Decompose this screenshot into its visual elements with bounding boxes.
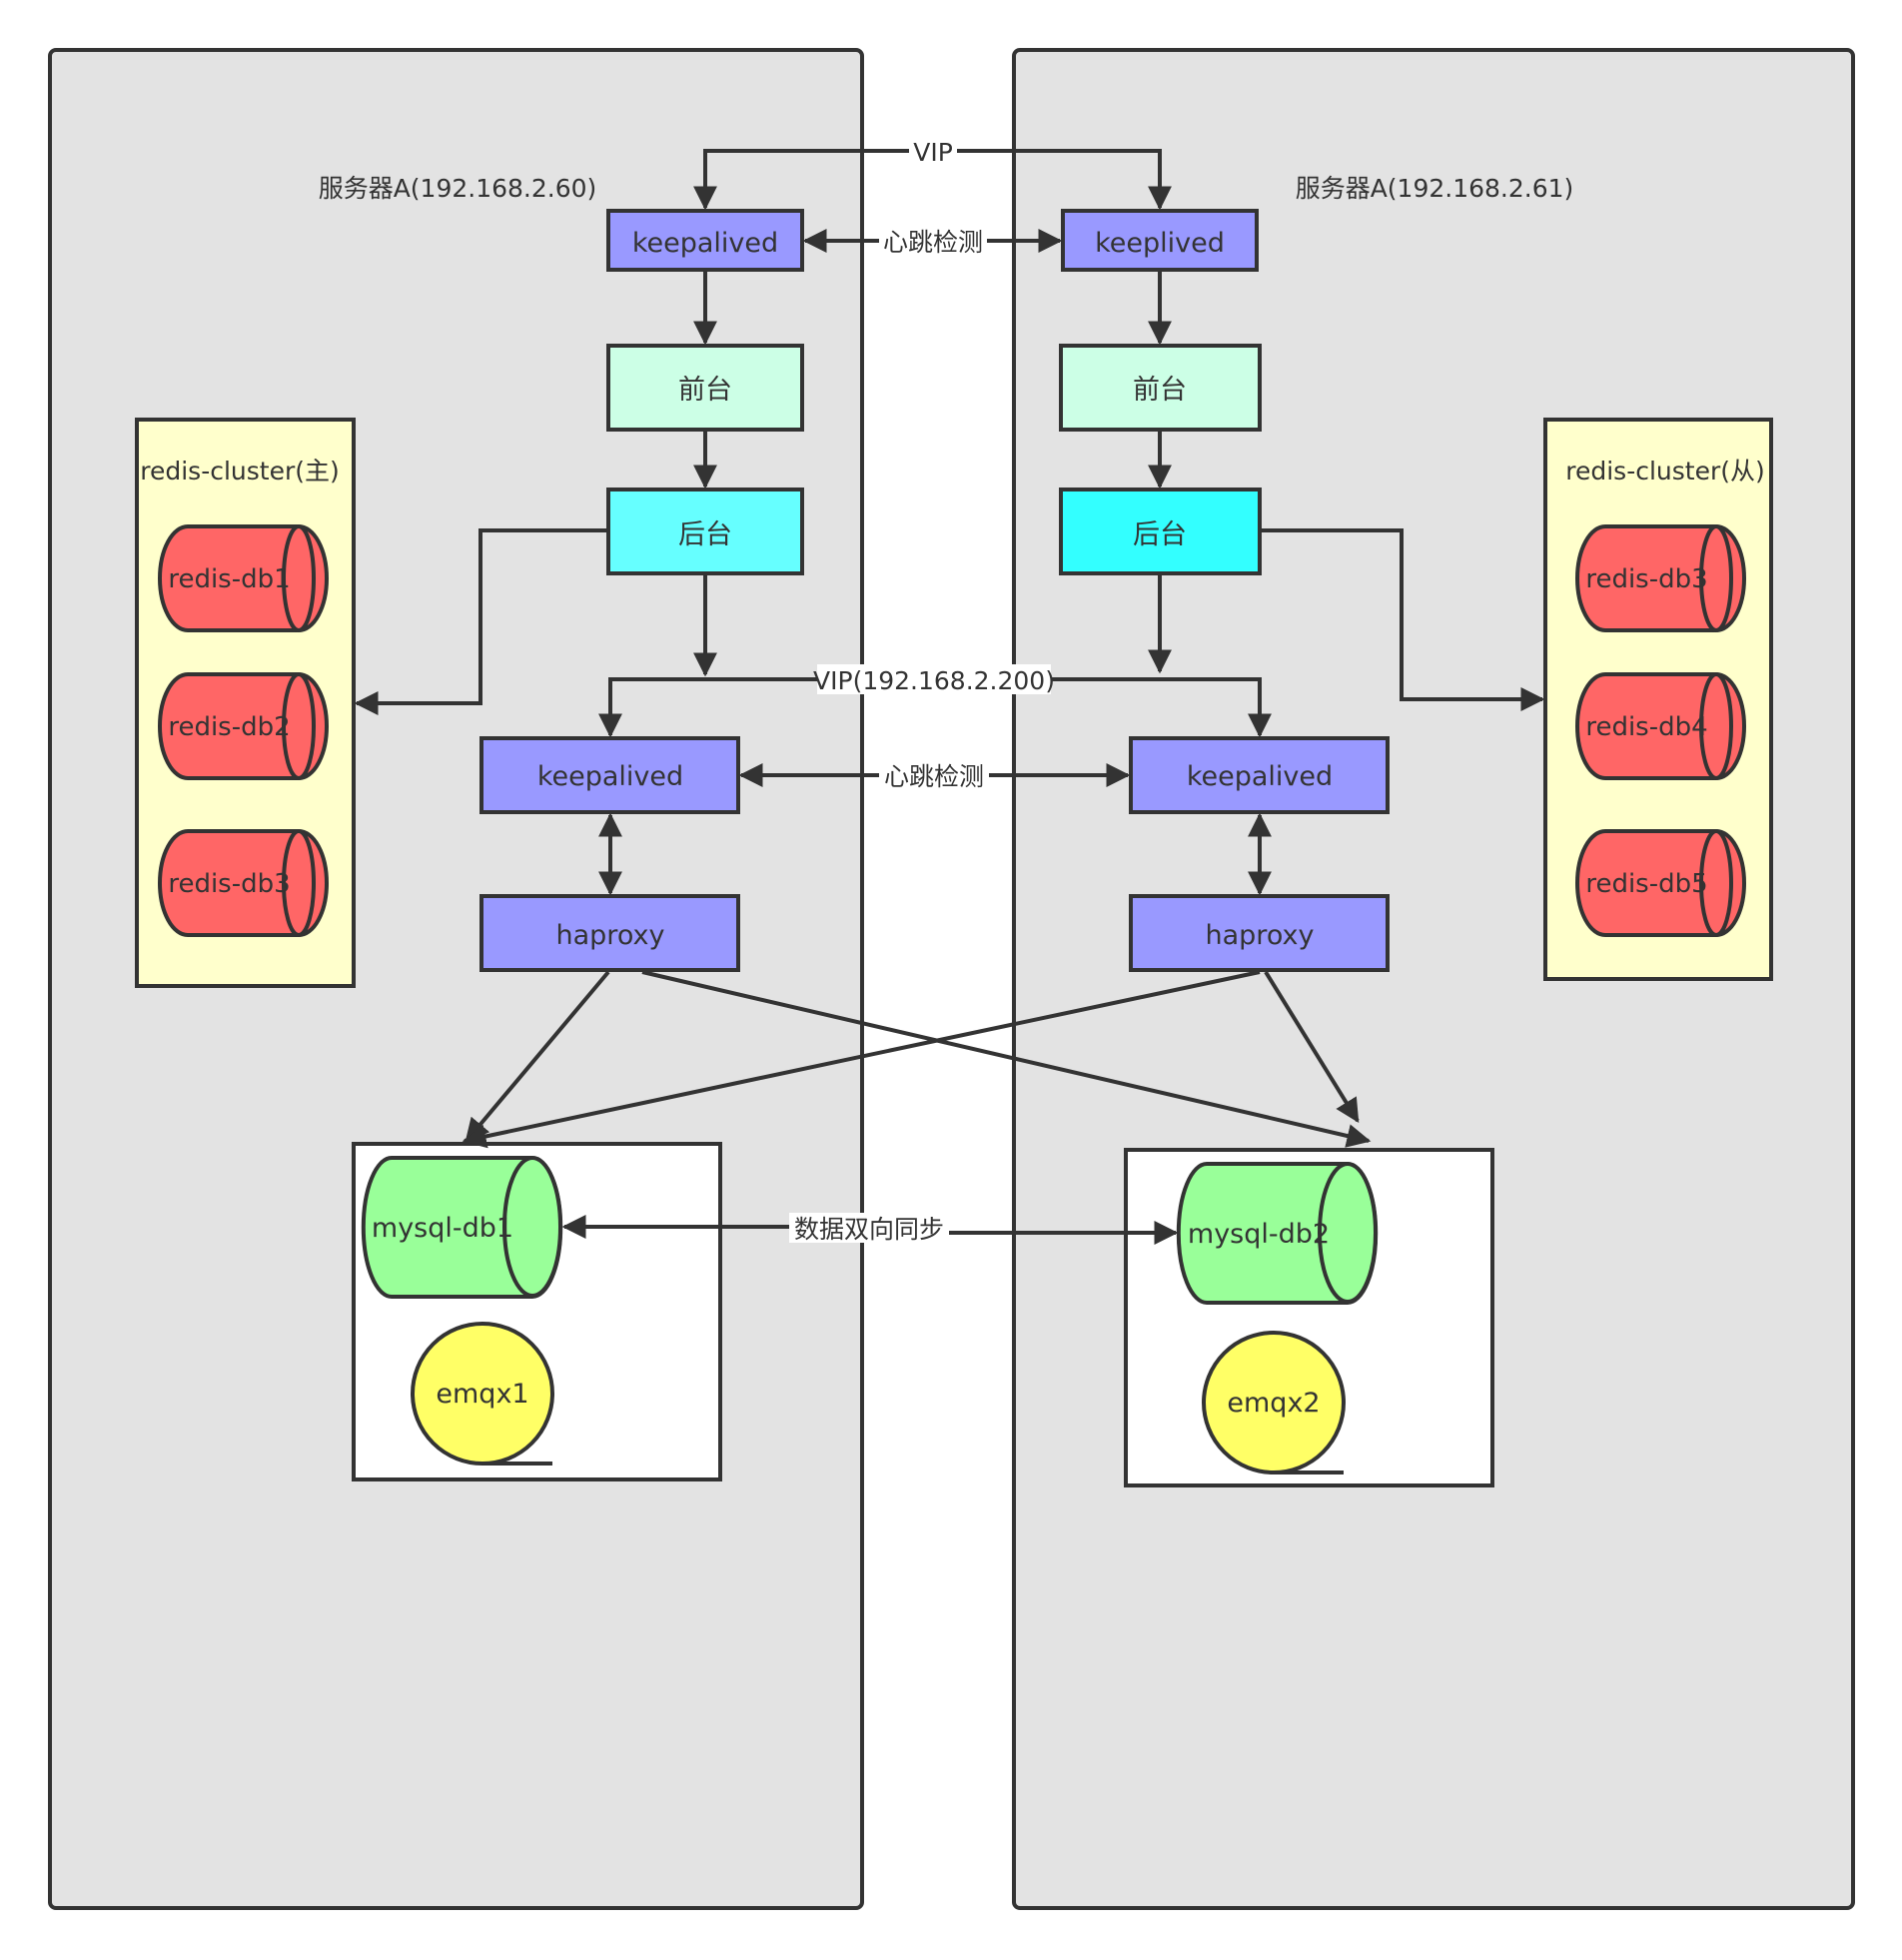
- redis-db-icon[interactable]: [158, 672, 329, 780]
- backend-right[interactable]: [1059, 488, 1262, 575]
- heartbeat-mid-label-bg: [879, 760, 989, 790]
- keepalived-top-left[interactable]: [606, 209, 804, 272]
- vip-top-label-bg: [909, 137, 957, 167]
- emqx2-icon[interactable]: [1202, 1331, 1346, 1474]
- redis-db-label: redis-db5: [1585, 869, 1707, 899]
- redis-db-group-left: redis-db1 redis-db2 redis-db3: [158, 524, 329, 937]
- haproxy-right-label: haproxy: [1206, 920, 1315, 951]
- keepalived-top-right[interactable]: [1061, 209, 1259, 272]
- sync-label-bg: [789, 1213, 949, 1243]
- keepalived-top-right-label: keeplived: [1095, 228, 1225, 259]
- right-haproxy-to-mysql2: [1264, 970, 1360, 1124]
- left-haproxy-to-mysql1: [465, 970, 610, 1143]
- redis-cluster-right-title: redis-cluster(从): [1565, 457, 1765, 486]
- redis-cluster-left-title: redis-cluster(主): [140, 457, 340, 486]
- heartbeat-top-label-bg: [879, 226, 987, 256]
- redis-db-icon[interactable]: [1575, 829, 1746, 937]
- right-haproxy-to-mysql1: [462, 970, 1261, 1149]
- frontend-right[interactable]: [1059, 344, 1262, 432]
- mysql-db2-label: mysql-db2: [1188, 1219, 1330, 1250]
- mysql-db2-icon[interactable]: [1176, 1162, 1379, 1305]
- redis-db-icon[interactable]: [1575, 672, 1746, 780]
- left-backend-to-redis: [354, 528, 608, 715]
- redis-db-group-right: redis-db3 redis-db4 redis-db5: [1575, 524, 1746, 937]
- server-right-title: 服务器A(192.168.2.61): [1296, 174, 1574, 203]
- sync-label: 数据双向同步: [794, 1215, 944, 1244]
- vip-top-label: VIP: [913, 138, 953, 167]
- keepalived-top-left-label: keepalived: [632, 228, 778, 259]
- frontend-right-label: 前台: [1133, 375, 1187, 406]
- haproxy-left-label: haproxy: [556, 920, 665, 951]
- emqx1-label: emqx1: [436, 1379, 528, 1410]
- redis-db-label: redis-db1: [168, 564, 290, 594]
- haproxy-left[interactable]: [479, 894, 740, 972]
- right-backend-to-redis: [1262, 528, 1545, 711]
- emqx1-icon[interactable]: [411, 1322, 554, 1466]
- heartbeat-top-label: 心跳检测: [883, 228, 983, 257]
- backend-left-label: 后台: [678, 519, 732, 550]
- vip-mid-label: VIP(192.168.2.200): [813, 666, 1055, 695]
- frontend-left[interactable]: [606, 344, 804, 432]
- backend-right-label: 后台: [1133, 519, 1187, 550]
- redis-db-icon[interactable]: [158, 829, 329, 937]
- frontend-left-label: 前台: [678, 375, 732, 406]
- keepalived-mid-right[interactable]: [1129, 736, 1390, 814]
- keepalived-mid-right-label: keepalived: [1187, 761, 1333, 792]
- server-left-title: 服务器A(192.168.2.60): [319, 174, 597, 203]
- heartbeat-mid-label: 心跳检测: [884, 762, 984, 791]
- redis-db-label: redis-db2: [168, 712, 290, 742]
- redis-db-label: redis-db4: [1585, 712, 1707, 742]
- mysql-db1-icon[interactable]: [361, 1156, 563, 1299]
- backend-left[interactable]: [606, 488, 804, 575]
- redis-db-icon[interactable]: [1575, 524, 1746, 632]
- mysql-db1-label: mysql-db1: [372, 1213, 513, 1244]
- left-haproxy-to-mysql2: [641, 970, 1372, 1148]
- vip-mid-label-bg: [817, 664, 1051, 694]
- redis-db-icon[interactable]: [158, 524, 329, 632]
- redis-db-label: redis-db3: [168, 869, 290, 899]
- keepalived-mid-left[interactable]: [479, 736, 740, 814]
- keepalived-mid-left-label: keepalived: [537, 761, 683, 792]
- emqx2-label: emqx2: [1227, 1388, 1320, 1419]
- redis-db-label: redis-db3: [1585, 564, 1707, 594]
- haproxy-right[interactable]: [1129, 894, 1390, 972]
